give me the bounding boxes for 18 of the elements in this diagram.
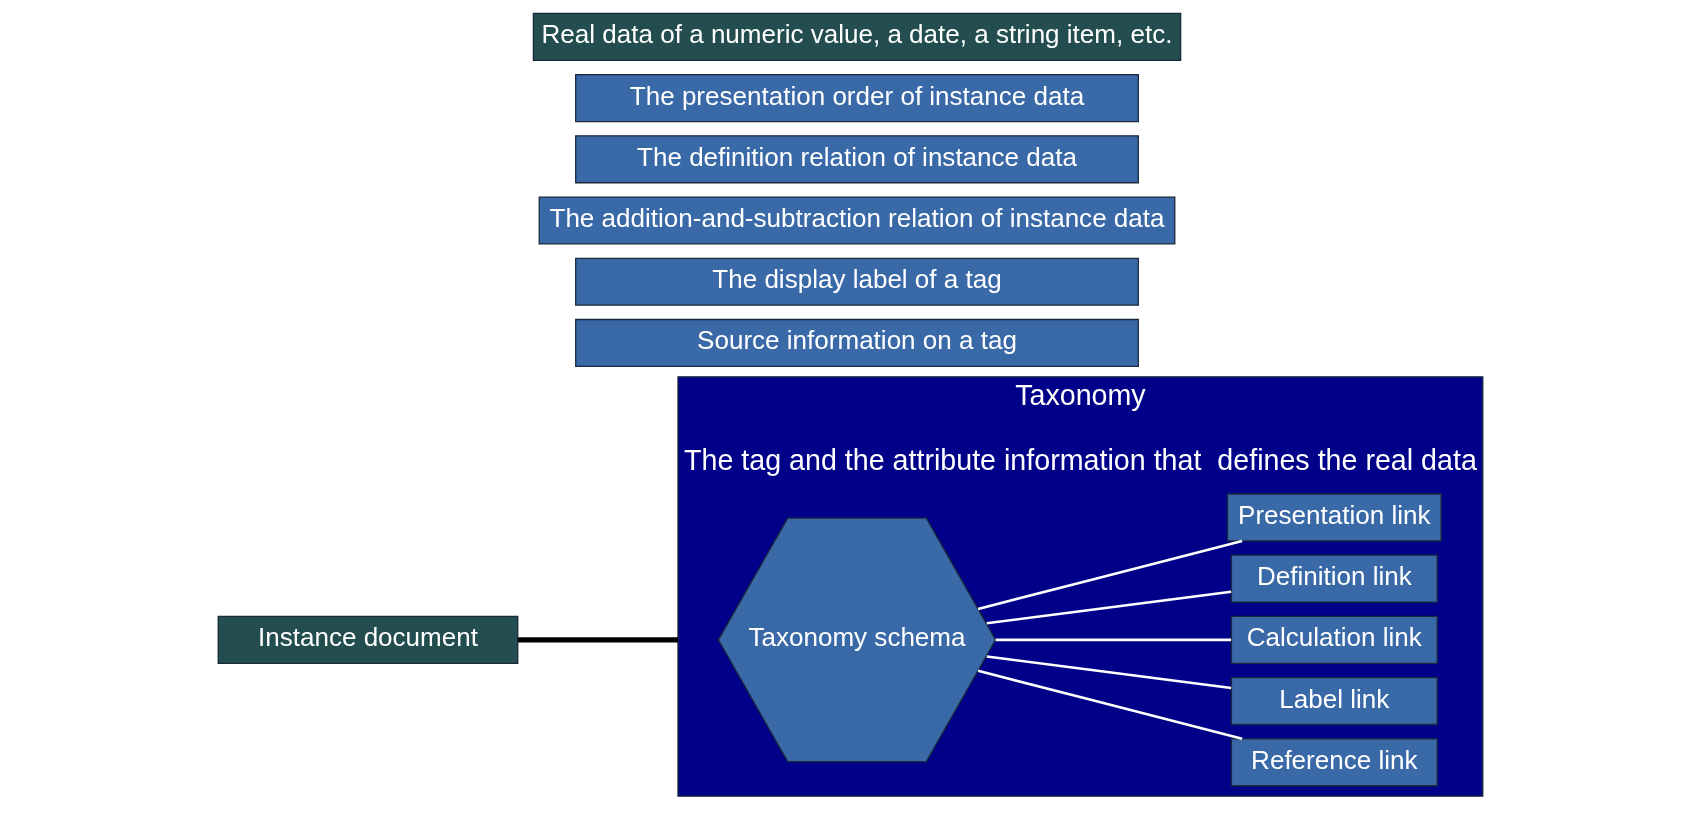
node-box: Reference link bbox=[1230, 738, 1438, 787]
node-box: Source information on a tag bbox=[575, 318, 1139, 367]
connector bbox=[977, 669, 1243, 741]
connector bbox=[977, 539, 1243, 611]
node-box: Real data of a numeric value, a date, a string item, etc. bbox=[532, 12, 1182, 61]
node-box: Instance document bbox=[217, 615, 519, 664]
node-box: The addition-and-subtraction relation of instance data bbox=[538, 196, 1176, 245]
node-box: The definition relation of instance data bbox=[575, 135, 1139, 184]
node-box: The display label of a tag bbox=[575, 257, 1139, 306]
node-box: Definition link bbox=[1230, 554, 1438, 603]
connector bbox=[986, 655, 1232, 690]
node-box: Label link bbox=[1230, 677, 1438, 726]
node-box: The presentation order of instance data bbox=[575, 74, 1139, 123]
connector bbox=[517, 637, 678, 643]
node-box: Presentation link bbox=[1226, 493, 1442, 542]
connector bbox=[995, 638, 1232, 642]
node-box: Calculation link bbox=[1230, 615, 1438, 664]
connector bbox=[986, 590, 1232, 625]
